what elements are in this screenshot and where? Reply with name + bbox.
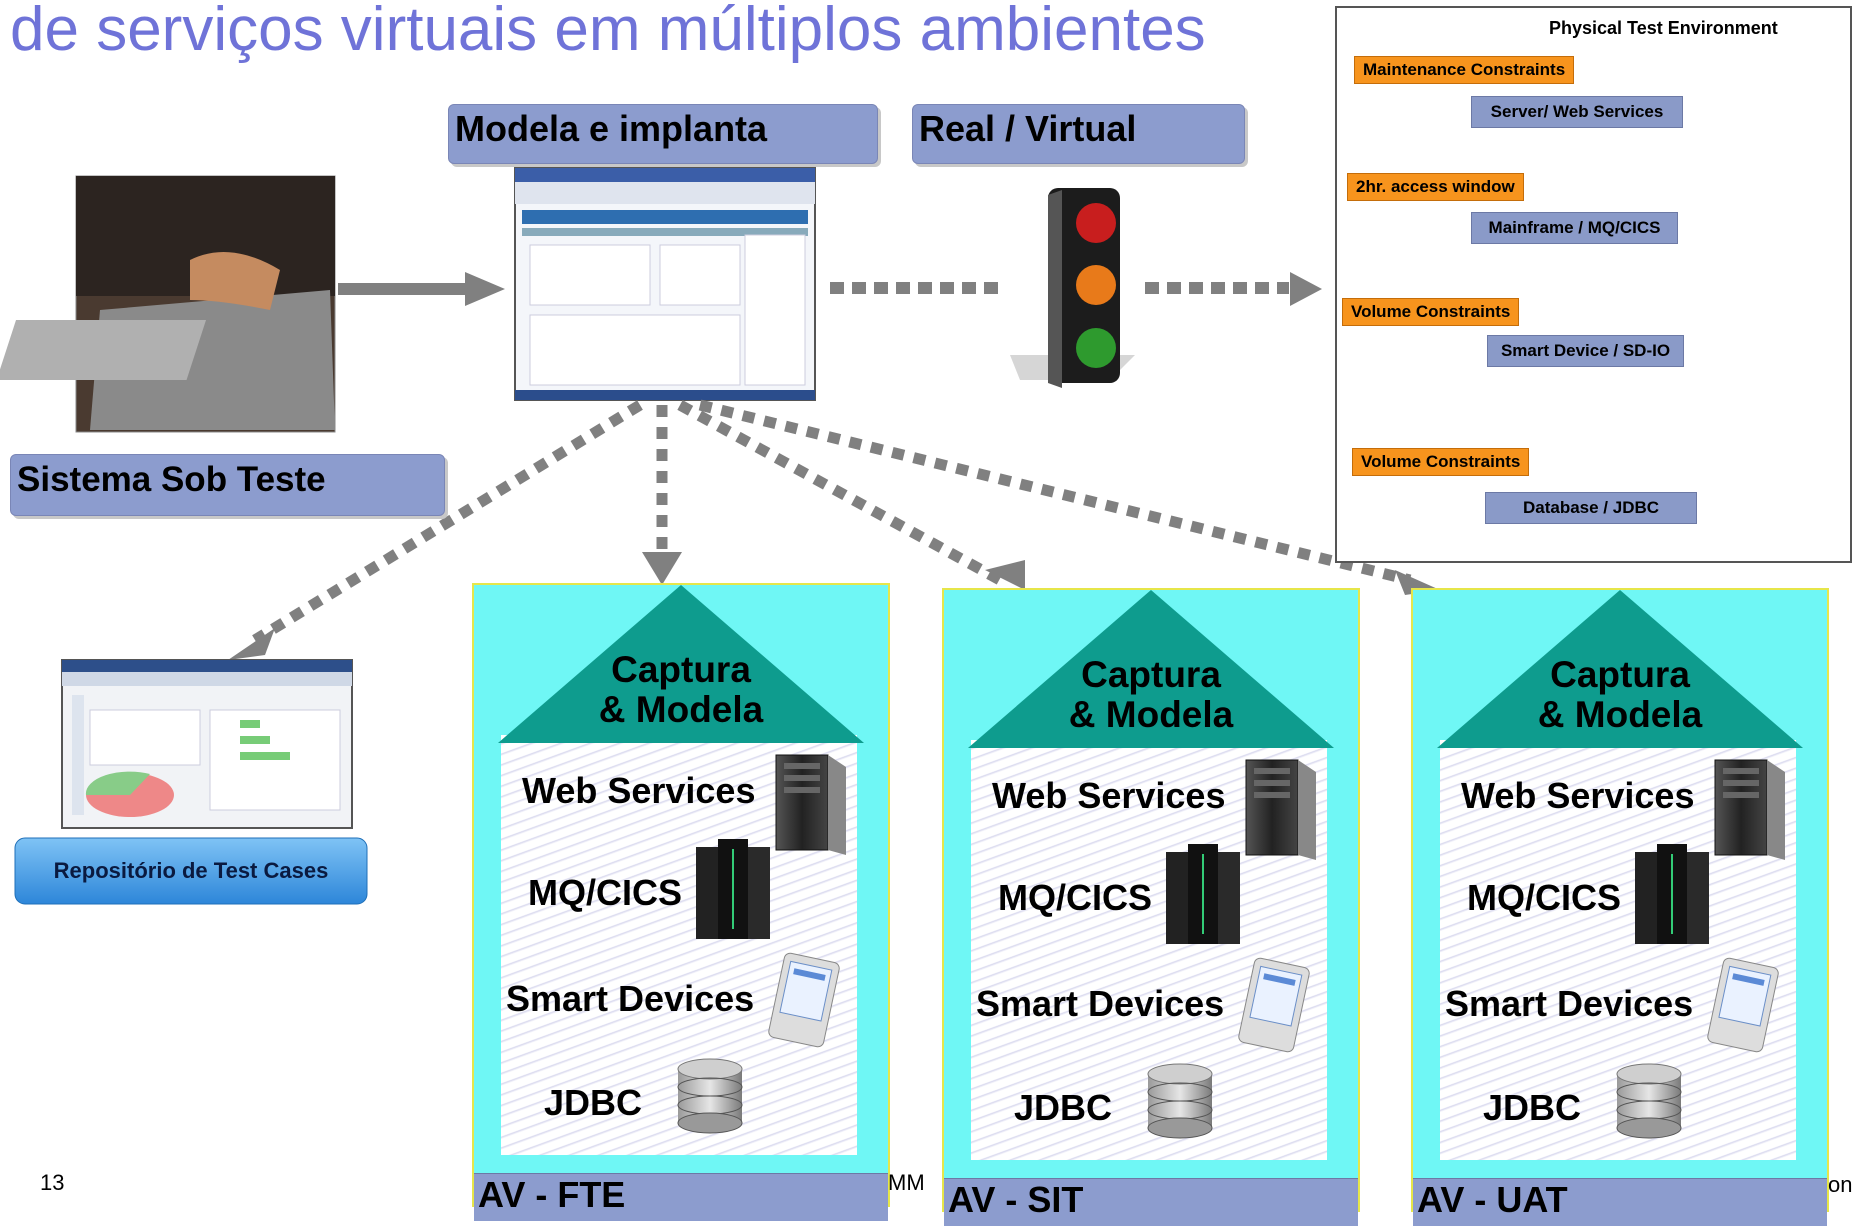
env-footer: AV - SIT — [944, 1178, 1358, 1226]
smart-device-icon — [1237, 956, 1311, 1054]
sistema-sob-teste-label: Sistema Sob Teste — [10, 454, 445, 516]
item-smart-devices: Smart Devices — [506, 978, 755, 1019]
slide-title: de serviços virtuais em múltiplos ambien… — [10, 0, 1206, 64]
env-footer: AV - UAT — [1413, 1178, 1827, 1226]
server-icon — [1245, 759, 1317, 861]
laptop-photo — [0, 175, 336, 433]
dashed-arrow-light-to-env — [1145, 272, 1322, 306]
service-smart-device: Smart Device / SD-IO — [1487, 335, 1684, 367]
modela-implanta-label: Modela e implanta — [448, 104, 878, 164]
service-mainframe: Mainframe / MQ/CICS — [1471, 212, 1678, 244]
dashed-arrow-app-to-light — [830, 282, 998, 294]
constraint-access-window: 2hr. access window — [1347, 173, 1524, 201]
item-jdbc: JDBC — [1483, 1087, 1582, 1128]
env-roof — [498, 585, 864, 743]
environment-uat: Captura& Modela Web Services MQ/CICS Sma… — [1411, 588, 1829, 1226]
repositorio-label[interactable]: Repositório de Test Cases — [53, 858, 329, 883]
server-icon — [1714, 759, 1786, 861]
item-smart-devices: Smart Devices — [976, 983, 1225, 1024]
capture-label: Captura& Modela — [598, 649, 764, 730]
mainframe-icon — [695, 838, 771, 940]
mainframe-icon — [1165, 843, 1241, 945]
item-mq-cics: MQ/CICS — [1467, 877, 1622, 918]
item-jdbc: JDBC — [1014, 1087, 1113, 1128]
env-roof — [1437, 590, 1803, 748]
item-web-services: Web Services — [992, 775, 1226, 816]
dotted-arrows-to-environments — [252, 399, 1412, 645]
service-server-web: Server/ Web Services — [1471, 96, 1683, 128]
capture-label: Captura& Modela — [1068, 654, 1234, 735]
environment-sit: Captura& Modela Web Services MQ/CICS Sma… — [942, 588, 1360, 1226]
traffic-light — [1010, 188, 1135, 388]
footer-fragment-left: MM — [888, 1170, 925, 1195]
physical-env-title: Physical Test Environment — [1549, 18, 1778, 38]
arrow-laptop-to-app — [338, 272, 505, 306]
smart-device-icon — [767, 951, 841, 1049]
real-virtual-label: Real / Virtual — [912, 104, 1245, 164]
smart-device-icon — [1706, 956, 1780, 1054]
database-icon — [1616, 1063, 1682, 1139]
item-web-services: Web Services — [1461, 775, 1695, 816]
environment-fte: Captura& Modela Web Services MQ/CICS Sma… — [472, 583, 890, 1221]
repository-button-bg — [14, 837, 368, 905]
item-mq-cics: MQ/CICS — [528, 872, 683, 913]
repository-screenshot — [61, 659, 353, 829]
constraint-volume-1: Volume Constraints — [1342, 298, 1520, 326]
env-footer: AV - FTE — [474, 1173, 888, 1221]
physical-test-environment-panel: Physical Test Environment Maintenance Co… — [1335, 6, 1852, 563]
capture-label: Captura& Modela — [1537, 654, 1703, 735]
service-database: Database / JDBC — [1485, 492, 1697, 524]
item-mq-cics: MQ/CICS — [998, 877, 1153, 918]
arrow-heads — [228, 552, 1440, 660]
app-screenshot — [514, 167, 816, 401]
page-number: 13 — [40, 1170, 65, 1195]
env-roof — [968, 590, 1334, 748]
database-icon — [677, 1058, 743, 1134]
footer-fragment-right: on — [1828, 1172, 1853, 1197]
mainframe-icon — [1634, 843, 1710, 945]
server-icon — [775, 754, 847, 856]
item-smart-devices: Smart Devices — [1445, 983, 1694, 1024]
item-jdbc: JDBC — [544, 1082, 643, 1123]
constraint-maintenance: Maintenance Constraints — [1354, 56, 1575, 84]
constraint-volume-2: Volume Constraints — [1352, 448, 1530, 476]
item-web-services: Web Services — [522, 770, 756, 811]
database-icon — [1147, 1063, 1213, 1139]
